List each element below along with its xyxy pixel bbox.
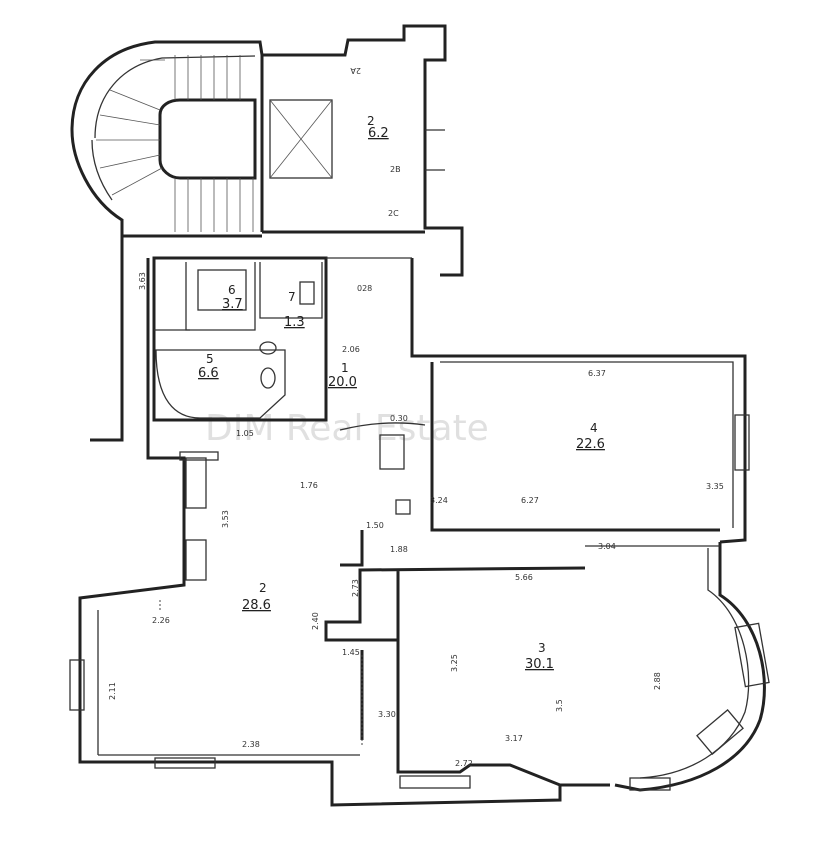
dim-2-38: 2.38 [242, 740, 260, 749]
room-3-number: 3 [538, 641, 546, 655]
dim-3-04: 3.04 [598, 542, 616, 551]
stair-label-2b: 2B [390, 165, 401, 174]
dim-6-27: 6.27 [521, 496, 539, 505]
dim-2-11: 2.11 [108, 682, 117, 700]
stair-curved-wall [70, 24, 464, 277]
room-1-number: 1 [341, 361, 349, 375]
dim-3-35: 3.35 [706, 482, 724, 491]
dim-2-88: 2.88 [653, 672, 662, 690]
stair-well [158, 98, 257, 180]
room-5-number: 5 [206, 352, 214, 366]
dim-3-30: 3.30 [378, 710, 396, 719]
dimension-labels: 028 6.37 6.27 3.24 3.35 3.04 5.66 3.25 2… [108, 272, 724, 768]
room-6-area: 3.7 [222, 297, 243, 312]
interior-walls [152, 256, 720, 787]
room-4-number: 4 [590, 421, 598, 435]
dim-2-73: 2.73 [351, 579, 360, 597]
dim-1-05: 1.05 [236, 429, 254, 438]
room-2-number: 2 [259, 581, 267, 595]
dim-5-66: 5.66 [515, 573, 533, 582]
dim-028: 028 [357, 284, 372, 293]
dim-2-40: 2.40 [311, 612, 320, 630]
dim-3-63: 3.63 [138, 272, 147, 290]
dim-3-25: 3.25 [450, 654, 459, 672]
dim-1-76: 1.76 [300, 481, 318, 490]
room-7-area: 1.3 [284, 315, 305, 330]
dim-0-30: 0.30 [390, 414, 408, 423]
dim-3-53: 3.53 [221, 510, 230, 528]
dim-3-5: 3.5 [555, 699, 564, 712]
stair-room-area: 6.2 [368, 126, 389, 141]
outer-walls [78, 236, 766, 807]
room-3-area: 30.1 [525, 657, 554, 672]
elevator-shaft [269, 99, 333, 179]
stair-treads [96, 55, 254, 232]
room-1-area: 20.0 [328, 375, 357, 390]
dim-1-88: 1.88 [390, 545, 408, 554]
dim-2-26: 2.26 [152, 616, 170, 625]
room-5-area: 6.6 [198, 366, 219, 381]
dim-1-45: 1.45 [342, 648, 360, 657]
stair-label-2c: 2C [388, 209, 399, 218]
dim-3-17: 3.17 [505, 734, 523, 743]
dim-6-37: 6.37 [588, 369, 606, 378]
room-labels: 1 20.0 2 28.6 3 30.1 4 22.6 5 6.6 6 3.7 … [198, 283, 605, 672]
dim-2-06: 2.06 [342, 345, 360, 354]
dim-3-24: 3.24 [430, 496, 448, 505]
windows [69, 414, 770, 791]
stair-room-number: 2 [367, 114, 375, 128]
stair-label-2a: 2A [350, 66, 361, 75]
stair-wing: 2A 2B 2C 2 6.2 [70, 24, 464, 277]
dim-2-72: 2.72 [455, 759, 473, 768]
room-4-area: 22.6 [576, 437, 605, 452]
room-6-number: 6 [228, 283, 236, 297]
dim-1-50: 1.50 [366, 521, 384, 530]
room-2-area: 28.6 [242, 598, 271, 613]
room-7-number: 7 [288, 290, 296, 304]
